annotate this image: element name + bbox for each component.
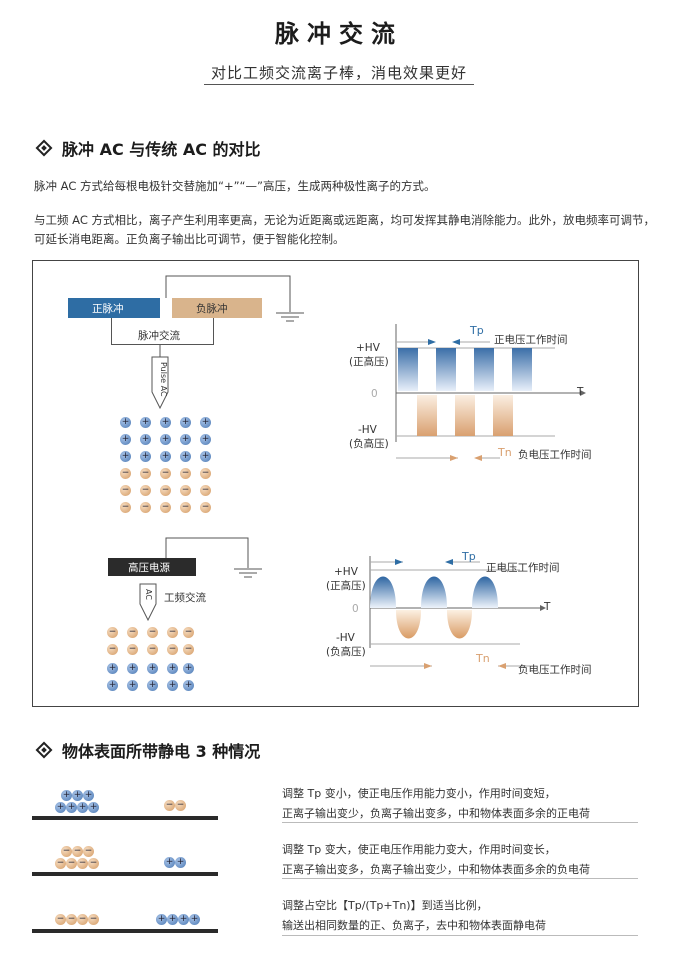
case1-desc-line2: 正离子输出变少，负离子输出变多，中和物体表面多余的正电荷 xyxy=(282,807,590,820)
pulse-hv-pos-sub: (正高压) xyxy=(349,356,389,368)
negative-pulse-label: 负脉冲 xyxy=(196,303,228,315)
comparison-diagram-box xyxy=(32,260,639,707)
ac-t-axis-label: T xyxy=(544,601,551,613)
case2-desc-line1: 调整 Tp 变大，使正电压作用能力变大，作用时间变长， xyxy=(282,843,556,856)
pulse-ac-label: 脉冲交流 xyxy=(138,330,180,342)
case2-air-ions: ++ xyxy=(164,857,186,868)
page-title: 脉冲交流 xyxy=(275,20,403,48)
pulse-zero-label: 0 xyxy=(371,388,378,400)
hv-source-block xyxy=(108,558,196,576)
section-heading-static: 物体表面所带静电 3 种情况 xyxy=(34,738,260,762)
case3-air-ions: ++++ xyxy=(156,914,200,925)
pulse-ion-grid: +++++ +++++ +++++ −−−−− −−−−− −−−−− xyxy=(120,417,211,513)
ac-needle-label: AC xyxy=(144,589,153,600)
pulse-t-axis-label: T xyxy=(577,386,584,398)
ac-waveform-chart xyxy=(369,556,546,669)
pulse-hv-neg-sub: (负高压) xyxy=(349,438,389,450)
case3-desc-line1: 调整占空比【Tp/(Tp+Tn)】到适当比例， xyxy=(282,899,488,912)
section-heading-text: 脉冲 AC 与传统 AC 的对比 xyxy=(62,140,261,159)
case2-object-ions: −−− −−−− xyxy=(55,846,99,869)
case1-object-ions: +++ ++++ xyxy=(55,790,99,813)
pulse-ac-needle-label: Pulse AC xyxy=(159,362,168,397)
pulse-tn-label: Tn xyxy=(498,446,512,459)
case3-desc-line2: 输送出相同数量的正、负离子，去中和物体表面静电荷 xyxy=(282,919,546,932)
pulse-neg-time-label: 负电压工作时间 xyxy=(518,449,592,461)
pulse-waveform-chart xyxy=(395,324,586,461)
pulse-tp-label: Tp xyxy=(470,324,484,337)
subtitle-underline xyxy=(204,84,474,85)
case1-surface-bar xyxy=(32,816,218,820)
case1-desc-line1: 调整 Tp 变小，使正电压作用能力变小，作用时间变短， xyxy=(282,787,556,800)
comparison-paragraph-line2: 可延长消电距离。正负离子输出比可调节，便于智能化控制。 xyxy=(34,232,345,246)
positive-pulse-label: 正脉冲 xyxy=(92,303,124,315)
case3-object-ions: −−−− xyxy=(55,914,99,925)
ac-tn-label: Tn xyxy=(476,652,490,665)
case1-air-ions: −− xyxy=(164,800,186,811)
case3-surface-bar xyxy=(32,929,218,933)
freq-ac-label: 工频交流 xyxy=(164,592,206,604)
section-heading-comparison: 脉冲 AC 与传统 AC 的对比 xyxy=(34,136,261,160)
case3-divider xyxy=(282,935,638,936)
ac-hv-pos-label: +HV xyxy=(334,566,358,578)
case2-desc-line2: 正离子输出变多，负离子输出变少，中和物体表面多余的负电荷 xyxy=(282,863,590,876)
case2-surface-bar xyxy=(32,872,218,876)
section-heading-text: 物体表面所带静电 3 种情况 xyxy=(62,742,261,761)
negative-pulse-block xyxy=(172,298,262,318)
pulse-ac-box xyxy=(111,318,214,345)
pulse-hv-neg-label: -HV xyxy=(358,424,377,436)
page-subtitle: 对比工频交流离子棒，消电效果更好 xyxy=(210,64,467,82)
pulse-pos-time-label: 正电压工作时间 xyxy=(494,334,568,346)
intro-paragraph: 脉冲 AC 方式给每根电极针交替施加“+”“—”高压，生成两种极性离子的方式。 xyxy=(34,179,436,193)
pulse-hv-pos-label: +HV xyxy=(356,342,380,354)
ac-neg-time-label: 负电压工作时间 xyxy=(518,664,592,676)
ac-pos-time-label: 正电压工作时间 xyxy=(486,562,560,574)
case2-divider xyxy=(282,878,638,879)
case1-divider xyxy=(282,822,638,823)
diamond-bullet-icon xyxy=(35,741,53,759)
hv-source-label: 高压电源 xyxy=(128,562,170,574)
comparison-paragraph-line1: 与工频 AC 方式相比，离子产生利用率更高，无论为近距离或远距离，均可发挥其静电… xyxy=(34,213,655,227)
ac-hv-pos-sub: (正高压) xyxy=(326,580,366,592)
ac-tp-label: Tp xyxy=(462,550,476,563)
ac-zero-label: 0 xyxy=(352,603,359,615)
ac-hv-neg-label: -HV xyxy=(336,632,355,644)
positive-pulse-block xyxy=(68,298,160,318)
ac-hv-neg-sub: (负高压) xyxy=(326,646,366,658)
ac-ion-grid: −−−−− −−−−− +++++ +++++ xyxy=(107,627,194,691)
